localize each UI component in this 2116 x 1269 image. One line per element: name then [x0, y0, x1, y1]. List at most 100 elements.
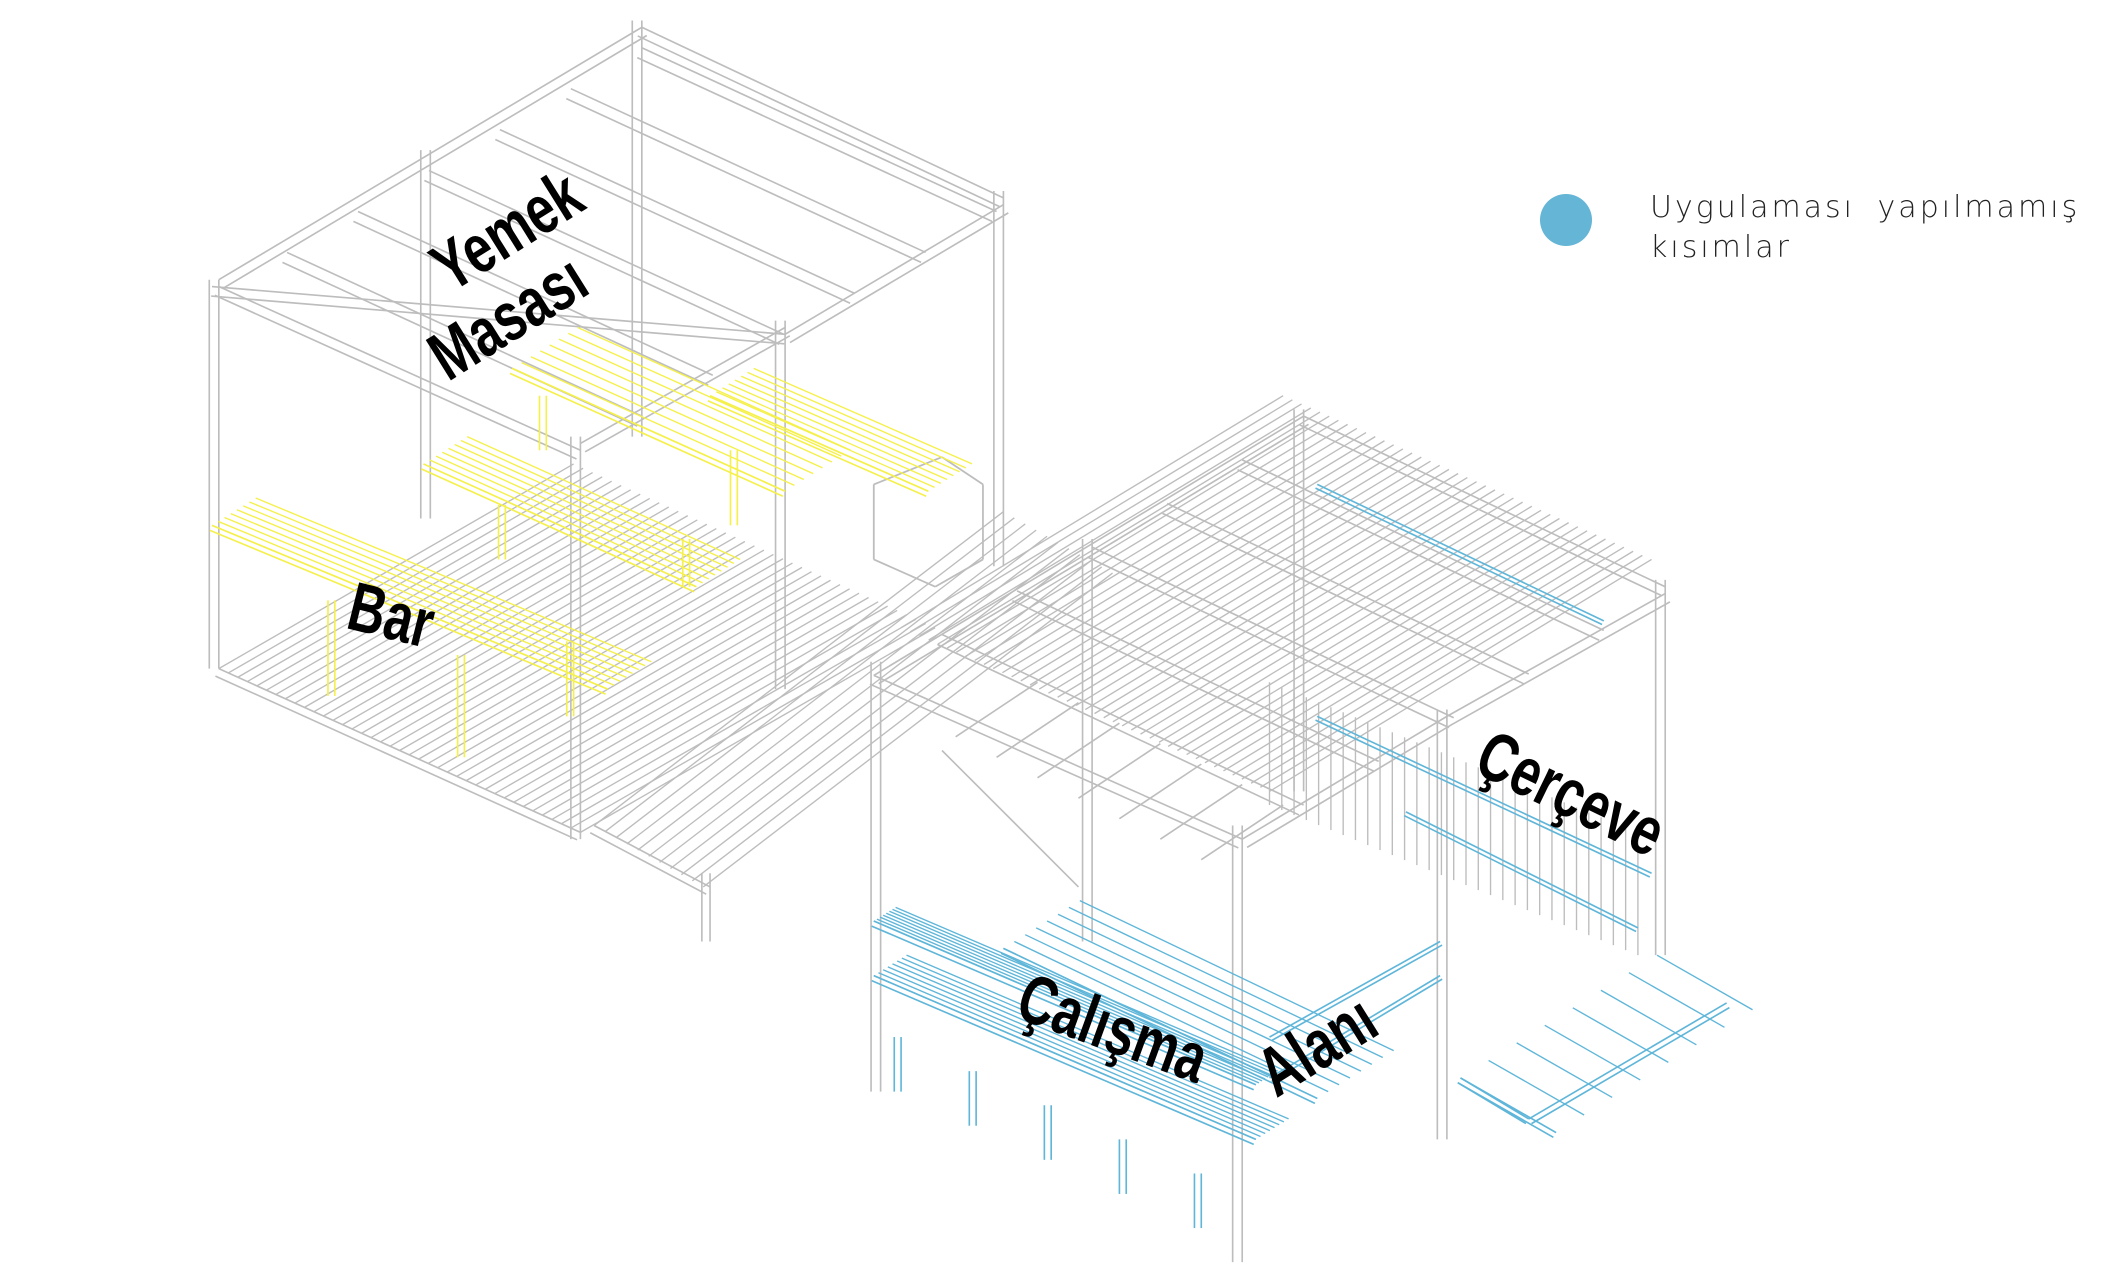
deck-slat	[900, 395, 1284, 629]
rafter	[1241, 459, 1605, 632]
deck-slat	[955, 419, 1339, 653]
stair-tread	[1118, 763, 1202, 820]
deck-slat	[542, 609, 898, 816]
dining-table	[549, 344, 823, 469]
deck-slat	[513, 596, 869, 803]
planter-box	[873, 456, 943, 486]
work-bench	[887, 966, 1271, 1132]
work-table-top	[1068, 906, 1384, 1059]
deck-slat	[418, 553, 774, 760]
deck-slat	[551, 614, 907, 821]
beam	[1446, 592, 1666, 718]
deck-slat	[1121, 493, 1505, 727]
deck-slat	[691, 566, 1103, 882]
work-bench	[906, 954, 1289, 1120]
deck-slat	[919, 403, 1302, 637]
rafter	[570, 87, 926, 254]
side-deck-edge	[1457, 1081, 1527, 1125]
deck-slat	[648, 541, 1059, 857]
deck-slat	[1250, 550, 1634, 784]
work-bench	[879, 916, 1263, 1082]
deck-slat	[1094, 481, 1477, 715]
beam	[211, 295, 785, 345]
rafter	[565, 97, 922, 264]
bench	[716, 391, 935, 488]
work-bench	[873, 974, 1257, 1141]
beam	[873, 674, 1243, 840]
dining-table	[558, 338, 833, 463]
deck-slat	[1066, 468, 1450, 702]
rafter	[1016, 590, 1380, 763]
deck-slat	[1149, 505, 1533, 739]
bench	[429, 459, 703, 584]
rafter	[1012, 599, 1375, 773]
bench	[435, 455, 710, 580]
bar-counter	[211, 524, 609, 690]
deck-slat	[456, 571, 812, 777]
frame-rail	[1315, 487, 1603, 626]
legend-label: Uygulaması yapılmamış kısımlar	[1650, 188, 2080, 268]
work-bench	[871, 979, 1255, 1146]
dining-table	[568, 332, 842, 457]
deck-slat	[1204, 530, 1588, 764]
deck-slat	[475, 579, 831, 786]
deck-slat	[1158, 509, 1542, 743]
work-table-top	[1079, 899, 1394, 1052]
work-bench	[878, 972, 1261, 1138]
work-bench	[895, 906, 1278, 1072]
beam	[218, 285, 581, 452]
deck-slat	[1269, 558, 1652, 793]
bar-counter	[230, 513, 627, 679]
deck-slat	[494, 588, 850, 795]
side-deck	[1572, 1007, 1669, 1063]
side-deck	[1516, 1042, 1613, 1099]
legend-line-1: Uygulaması yapılmamış	[1650, 190, 2081, 225]
work-bench	[889, 910, 1272, 1076]
deck-slat	[680, 560, 1092, 876]
planter-box	[941, 456, 984, 486]
deck-slat	[570, 622, 927, 829]
rafter	[499, 128, 856, 295]
bench	[722, 387, 942, 485]
deck-slat	[522, 601, 879, 808]
beam	[1451, 601, 1671, 726]
deck-slat	[974, 427, 1358, 662]
beam	[637, 35, 1000, 208]
side-deck-edge	[1460, 1077, 1530, 1120]
deck-slat	[909, 399, 1293, 633]
deck-slat	[1029, 452, 1413, 686]
deck-slat	[937, 411, 1321, 645]
deck-slat	[408, 549, 765, 756]
work-bench	[873, 920, 1257, 1086]
bench	[466, 436, 741, 561]
legend-line-2: kısımlar	[1650, 230, 1792, 265]
deck-slat	[580, 627, 936, 833]
beam	[214, 294, 577, 460]
frame-rail	[1405, 811, 1639, 929]
frame-rail	[1316, 483, 1605, 622]
deck-slat	[659, 547, 1070, 863]
deck-slat	[1186, 522, 1570, 756]
deck-edge	[218, 667, 581, 834]
deck-slat	[626, 529, 1037, 845]
deck-slat	[1140, 501, 1523, 735]
work-table-top	[1035, 927, 1351, 1079]
rafter	[428, 169, 785, 336]
work-bench	[885, 912, 1269, 1078]
stair-tread	[1078, 742, 1161, 799]
deck-slat	[1195, 526, 1579, 760]
rafter	[1162, 512, 1525, 685]
work-table-top	[1046, 920, 1362, 1072]
bench	[734, 379, 954, 477]
work-bench	[896, 960, 1280, 1126]
deck-slat	[399, 545, 755, 752]
side-deck	[1600, 989, 1697, 1046]
bench	[420, 468, 695, 593]
stair-tread	[955, 681, 1038, 738]
dining-table	[539, 350, 814, 475]
deck-slat	[1259, 554, 1643, 788]
side-deck-edge	[1528, 1002, 1728, 1120]
dining-table	[530, 356, 805, 481]
deck-slat	[437, 562, 793, 769]
